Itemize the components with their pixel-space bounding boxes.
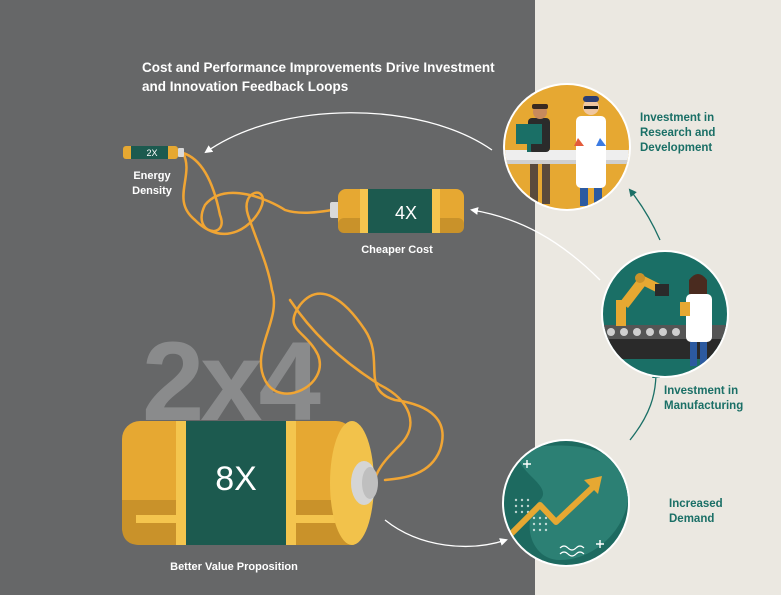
research-illustration: [503, 83, 631, 211]
title-line-2: and Innovation Feedback Loops: [142, 79, 349, 94]
battery-better-value: [122, 421, 378, 545]
research-label-line-1: Investment in: [640, 112, 715, 124]
research-label-line-3: Development: [640, 142, 713, 154]
arrow-manufacturing-to-cheaper-cost: [470, 207, 601, 281]
arrow-value-to-demand: [384, 519, 508, 548]
arrow-research-to-energy-density: [204, 112, 493, 154]
manufacturing-illustration: [601, 250, 729, 378]
research-label: Investment in Research and Development: [640, 111, 770, 156]
research-label-line-2: Research and: [640, 127, 716, 139]
battery-wire: [181, 151, 444, 482]
arrow-manufacturing-to-research: [628, 188, 661, 241]
battery-small-value: 2X: [146, 148, 157, 158]
energy-density-label-line-2: Density: [132, 185, 172, 197]
manufacturing-label: Investment in Manufacturing: [664, 384, 774, 414]
demand-label-line-2: Demand: [669, 513, 715, 525]
energy-density-label: Energy Density: [112, 169, 192, 199]
manufacturing-label-line-1: Investment in: [664, 385, 739, 397]
arrow-demand-to-manufacturing: [629, 370, 660, 441]
battery-energy-density: [123, 146, 184, 159]
title-line-1: Cost and Performance Improvements Drive …: [142, 60, 495, 75]
demand-label-line-1: Increased: [669, 498, 723, 510]
better-value-label: Better Value Proposition: [170, 561, 298, 573]
diagram-title: Cost and Performance Improvements Drive …: [142, 58, 522, 96]
manufacturing-label-line-2: Manufacturing: [664, 400, 744, 412]
battery-medium-value: 4X: [395, 203, 417, 223]
demand-label: Increased Demand: [669, 497, 769, 527]
cheaper-cost-label: Cheaper Cost: [361, 244, 433, 256]
battery-large-value: 8X: [215, 460, 257, 498]
demand-illustration: [502, 439, 630, 567]
energy-density-label-line-1: Energy: [133, 170, 171, 182]
battery-cheaper-cost: [330, 189, 464, 233]
